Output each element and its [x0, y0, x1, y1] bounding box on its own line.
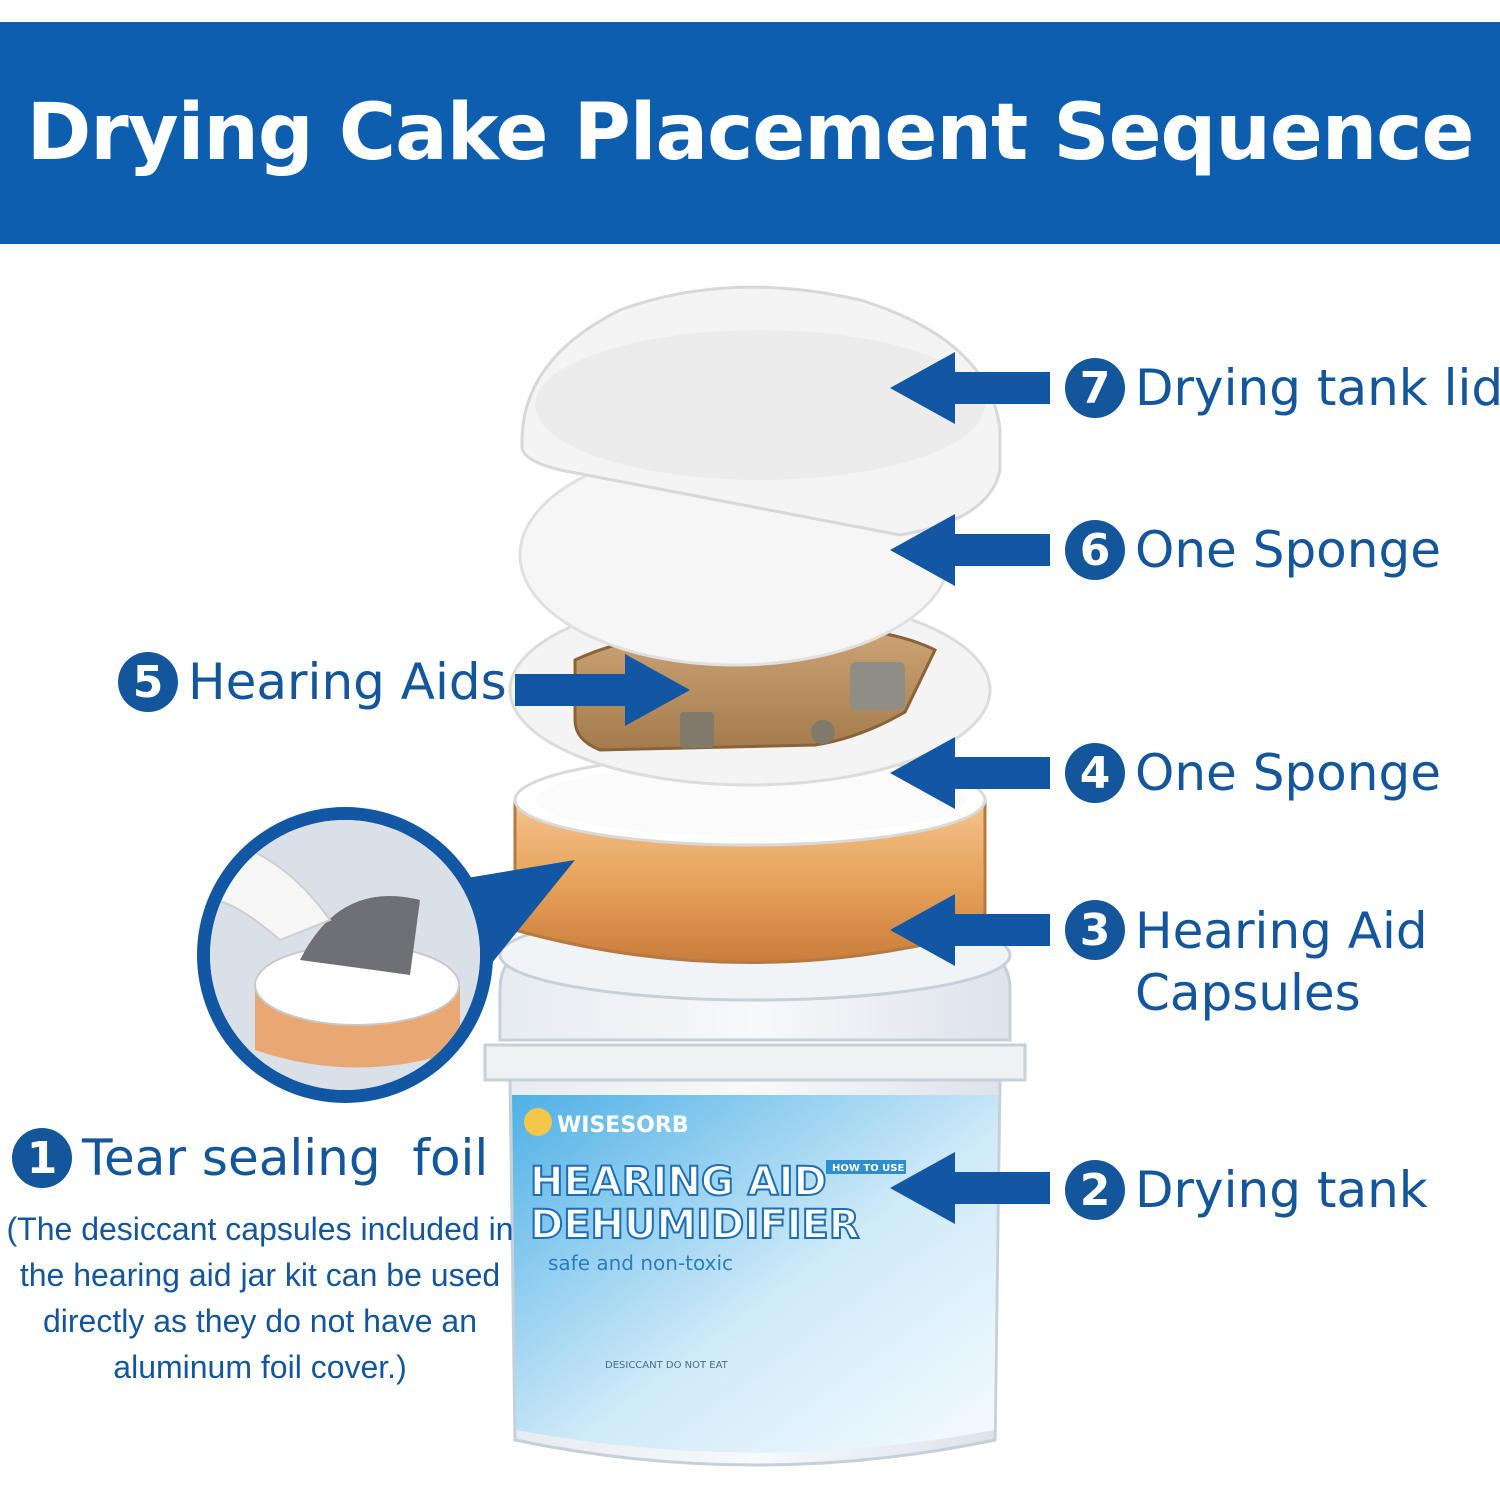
arrow-3 [890, 894, 1050, 966]
brand-name: WISESORB [557, 1113, 689, 1138]
step-1-label: 1 Tear sealing foil [12, 1128, 488, 1188]
step-1-text: Tear sealing foil [82, 1129, 489, 1187]
step-3-label: 3 Hearing Aid Capsules [1065, 900, 1428, 1024]
step-6-badge: 6 [1065, 520, 1125, 580]
product-line2: DEHUMIDIFIER [530, 1202, 860, 1248]
step-7-text: Drying tank lid [1135, 359, 1500, 417]
arrow-7 [890, 352, 1050, 424]
step-5-badge: 5 [118, 652, 178, 712]
title-banner: Drying Cake Placement Sequence [0, 22, 1500, 244]
product-line1: HEARING AID [530, 1159, 827, 1205]
step-6-text: One Sponge [1135, 521, 1441, 579]
step-2-badge: 2 [1065, 1160, 1125, 1220]
how-to-use-heading: HOW TO USE [832, 1163, 905, 1174]
step-6-label: 6 One Sponge [1065, 520, 1441, 580]
arrow-2 [890, 1152, 1050, 1224]
step-3-badge: 3 [1065, 900, 1125, 960]
arrow-6 [890, 514, 1050, 586]
step-4-label: 4 One Sponge [1065, 743, 1441, 803]
capsule-warning: DESICCANT DO NOT EAT [605, 1360, 729, 1371]
step-7-label: 7 Drying tank lid [1065, 358, 1500, 418]
page-title: Drying Cake Placement Sequence [26, 88, 1475, 178]
step-5-text: Hearing Aids [188, 653, 507, 711]
hearing-aid-capsule [513, 753, 987, 964]
arrow-5 [515, 654, 690, 726]
step-1-badge: 1 [12, 1128, 72, 1188]
step-2-label: 2 Drying tank [1065, 1160, 1428, 1220]
step-2-text: Drying tank [1135, 1161, 1428, 1219]
foil-inset [197, 807, 493, 1103]
step-1-note: (The desiccant capsules included in the … [6, 1211, 514, 1385]
drying-tank-lid [520, 285, 1002, 537]
product-tagline: safe and non-toxic [548, 1251, 733, 1275]
step-5-label: 5 Hearing Aids [118, 652, 507, 712]
brand-logo-icon [524, 1108, 552, 1136]
drying-tank [483, 908, 1027, 1467]
step-4-badge: 4 [1065, 743, 1125, 803]
step-3-text-line2: Capsules [1135, 964, 1361, 1022]
step-3-text-line1: Hearing Aid [1135, 902, 1428, 960]
arrow-4 [890, 737, 1050, 809]
step-7-badge: 7 [1065, 358, 1125, 418]
step-4-text: One Sponge [1135, 744, 1441, 802]
